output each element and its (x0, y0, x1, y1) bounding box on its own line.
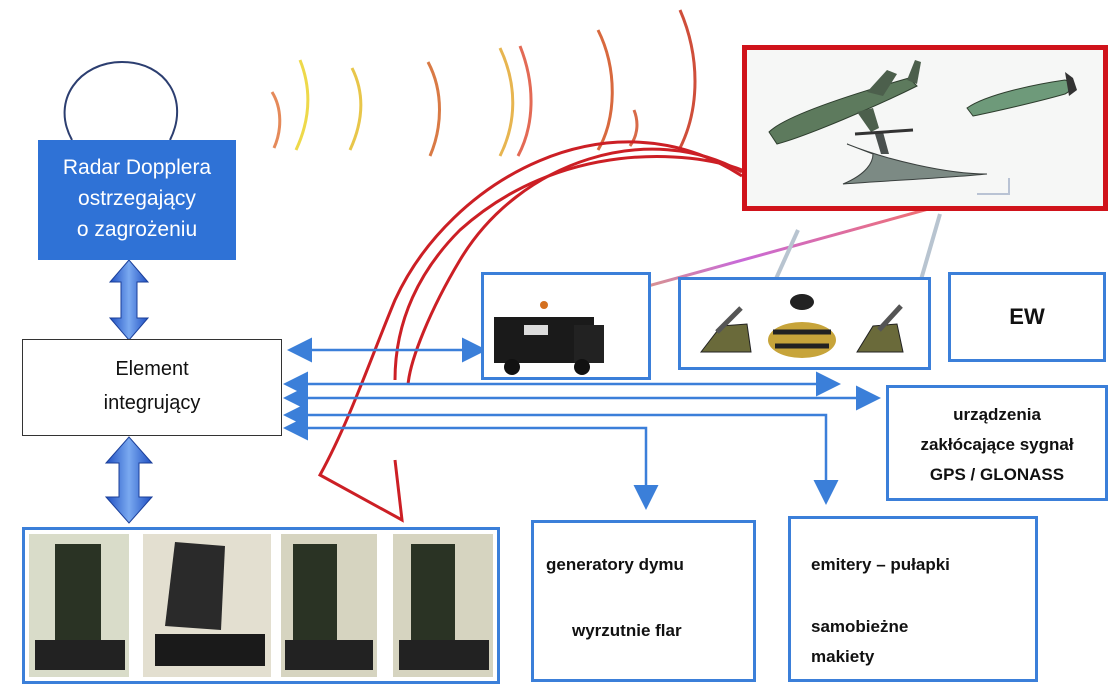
decoys-label-line2: makiety (811, 647, 875, 666)
emitters-decoys-box: emitery – pułapki samobieżne makiety (788, 516, 1038, 682)
ew-box: EW (948, 272, 1106, 362)
radar-label-line1: Radar Dopplera (62, 156, 212, 179)
smoke-generators-label: generatory dymu (546, 555, 684, 574)
radar-antenna-loop (63, 60, 179, 141)
emitters-label: emitery – pułapki (811, 555, 950, 574)
radar-unit-3 (281, 534, 377, 677)
radar-unit-2 (143, 534, 271, 677)
radar-waves (270, 9, 697, 157)
smoke-flares-box: generatory dymu wyrzutnie flar (531, 520, 756, 682)
armored-vehicle-icon (494, 301, 604, 375)
radar-warning-box: Radar Dopplera ostrzegający o zagrożeniu (38, 140, 236, 260)
integrator-label-line1: Element (115, 358, 189, 380)
uav-icon (842, 128, 988, 185)
integrator-label-line2: integrujący (103, 392, 201, 414)
connector-arrows (283, 337, 881, 510)
cruise-missile-icon (768, 60, 921, 145)
laser-vehicle-box (481, 272, 651, 380)
camo-launchers-icon (699, 294, 904, 358)
gps-label-line3: GPS / GLONASS (929, 465, 1065, 484)
gps-jammers-box: urządzenia zakłócające sygnał GPS / GLON… (886, 385, 1108, 501)
gps-label-line1: urządzenia (953, 405, 1041, 424)
double-arrow-radar-integrator (108, 259, 150, 341)
radar-unit-1 (29, 534, 129, 677)
integrating-element-box: Element integrujący (22, 339, 282, 436)
radar-systems-box (22, 527, 500, 684)
flare-launchers-label: wyrzutnie flar (572, 621, 682, 640)
radar-label-line2: ostrzegający (78, 187, 196, 210)
decoys-label-line1: samobieżne (811, 617, 909, 636)
drone-icon (966, 72, 1077, 117)
radar-systems-illustrations (29, 534, 493, 677)
threat-aircraft-illustrations (768, 60, 1077, 195)
radar-label-line3: o zagrożeniu (76, 218, 198, 241)
ew-label: EW (1009, 304, 1045, 329)
radar-unit-4 (393, 534, 493, 677)
launchers-box (678, 277, 931, 370)
double-arrow-integrator-radars (104, 436, 154, 524)
gps-label-line2: zakłócające sygnał (920, 435, 1074, 454)
threats-box (742, 45, 1108, 211)
